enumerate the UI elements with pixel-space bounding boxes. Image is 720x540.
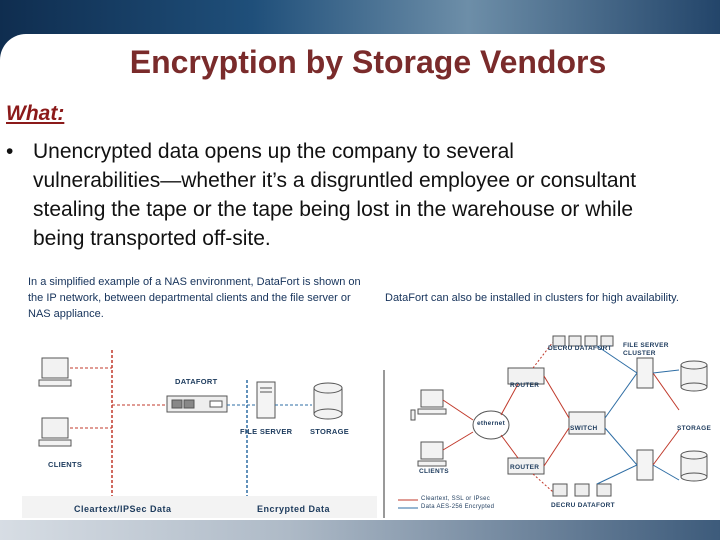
legend-line1: Cleartext, SSL or IPsec [421, 496, 490, 502]
nas-diagram: In a simplified example of a NAS environ… [22, 270, 377, 518]
ethernet-label: ethernet [477, 420, 505, 427]
bullet-symbol: • [6, 137, 33, 253]
client-computer-icon [411, 390, 446, 466]
file-server-cluster-label: FILE SERVER CLUSTER [623, 342, 683, 358]
clients-label: CLIENTS [419, 468, 449, 475]
file-server-label: FILE SERVER [240, 427, 292, 436]
dataport-label: DATAFORT [175, 377, 218, 386]
bullet-text: Unencrypted data opens up the company to… [33, 137, 643, 253]
storage-label: STORAGE [677, 425, 711, 432]
bottom-dataport-label: DECRU DATAFORT [551, 502, 615, 509]
what-heading: What: [6, 102, 64, 126]
client-computer-icon [39, 358, 71, 386]
storage-cylinder-icon [681, 361, 707, 481]
clients-label: CLIENTS [48, 460, 82, 469]
storage-cylinder-icon [314, 383, 342, 419]
slide-title: Encryption by Storage Vendors [0, 44, 720, 81]
bullet-item: • Unencrypted data opens up the company … [6, 137, 656, 253]
top-dataport-label: DECRU DATAFORT [548, 345, 612, 352]
file-server-icon [637, 358, 653, 480]
cluster-diagram: DataFort can also be installed in cluste… [383, 270, 720, 518]
router-top-label: ROUTER [510, 382, 539, 389]
cleartext-legend: Cleartext/IPSec Data [74, 504, 172, 514]
encrypted-legend: Encrypted Data [257, 504, 330, 514]
client-computer-icon [39, 418, 71, 446]
legend-line2: Data AES-256 Encrypted [421, 504, 494, 510]
dataport-appliance-icon [553, 484, 611, 496]
file-server-icon [257, 382, 275, 418]
cluster-diagram-graphic [383, 270, 720, 518]
footer-band [0, 520, 720, 540]
router-bottom-label: ROUTER [510, 464, 539, 471]
dataport-appliance-icon [167, 396, 227, 412]
nas-diagram-graphic [22, 270, 377, 518]
storage-label: STORAGE [310, 427, 349, 436]
switch-label: SWITCH [570, 425, 597, 432]
